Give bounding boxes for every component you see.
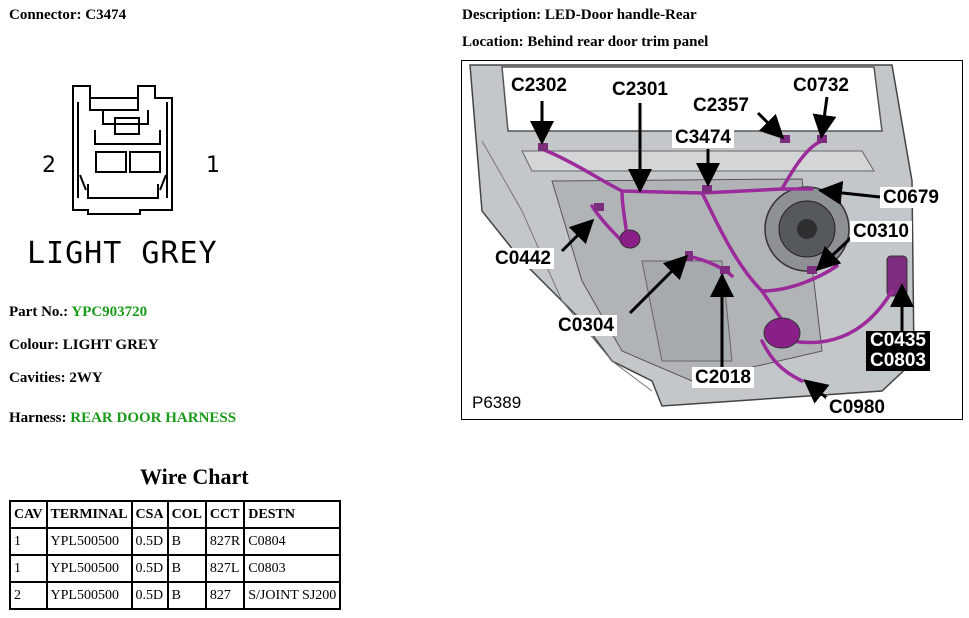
header-terminal: TERMINAL bbox=[45, 500, 133, 529]
harness-line: Harness: REAR DOOR HARNESS bbox=[9, 410, 236, 427]
cell-col: B bbox=[166, 527, 207, 556]
connector-label: Connector: bbox=[9, 7, 82, 23]
cell-col: B bbox=[166, 581, 207, 610]
description-value: LED-Door handle-Rear bbox=[544, 7, 697, 23]
cavities-label: Cavities: bbox=[9, 370, 66, 386]
wire-chart-title: Wire Chart bbox=[140, 464, 249, 489]
cell-terminal: YPL500500 bbox=[45, 527, 133, 556]
part-number-line: Part No.: YPC903720 bbox=[9, 304, 147, 321]
cell-cav: 1 bbox=[9, 527, 48, 556]
header-destn: DESTN bbox=[243, 500, 342, 529]
wire-chart-table: CAV TERMINAL CSA COL CCT DESTN 1 YPL5005… bbox=[9, 500, 342, 610]
callout-c2357: C2357 bbox=[690, 95, 752, 116]
callout-c3474: C3474 bbox=[672, 127, 734, 148]
cavity-1-label: 1 bbox=[206, 153, 220, 178]
callout-c0435-c0803: C0435 C0803 bbox=[866, 331, 930, 371]
colour-line: Colour: LIGHT GREY bbox=[9, 337, 159, 354]
cell-cct: 827R bbox=[204, 527, 246, 556]
door-location-figure: C2302 C2301 C2357 C0732 C3474 C0679 C031… bbox=[461, 60, 963, 420]
header-cav: CAV bbox=[9, 500, 48, 529]
header-csa: CSA bbox=[130, 500, 169, 529]
cell-col: B bbox=[166, 554, 207, 583]
cell-terminal: YPL500500 bbox=[45, 581, 133, 610]
location-label: Location: bbox=[462, 34, 524, 50]
colour-label: Colour: bbox=[9, 337, 59, 353]
callout-c0310: C0310 bbox=[850, 221, 912, 242]
part-number-label: Part No.: bbox=[9, 304, 69, 320]
connector-heading: Connector: C3474 bbox=[9, 7, 126, 24]
location-value: Behind rear door trim panel bbox=[527, 34, 709, 50]
callout-c0304: C0304 bbox=[555, 315, 617, 336]
cell-csa: 0.5D bbox=[130, 581, 169, 610]
cell-csa: 0.5D bbox=[130, 527, 169, 556]
table-row: 1 YPL500500 0.5D B 827L C0803 bbox=[9, 554, 342, 583]
callout-c0679: C0679 bbox=[880, 187, 942, 208]
table-header-row: CAV TERMINAL CSA COL CCT DESTN bbox=[9, 500, 342, 529]
colour-value: LIGHT GREY bbox=[62, 337, 159, 353]
cell-terminal: YPL500500 bbox=[45, 554, 133, 583]
cavity-2-label: 2 bbox=[42, 153, 56, 178]
figure-id-label: P6389 bbox=[470, 393, 524, 413]
callout-c0980: C0980 bbox=[826, 397, 888, 418]
part-number-value: YPC903720 bbox=[71, 304, 148, 320]
table-row: 1 YPL500500 0.5D B 827R C0804 bbox=[9, 527, 342, 556]
description-label: Description: bbox=[462, 7, 542, 23]
table-row: 2 YPL500500 0.5D B 827 S/JOINT SJ200 bbox=[9, 581, 342, 610]
header-cct: CCT bbox=[204, 500, 246, 529]
callout-c0732: C0732 bbox=[790, 75, 852, 96]
callout-c0803: C0803 bbox=[870, 350, 926, 371]
callout-c2301: C2301 bbox=[609, 79, 671, 100]
connector-colour-caption: LIGHT GREY bbox=[27, 236, 218, 271]
callout-c0442: C0442 bbox=[492, 248, 554, 269]
header-col: COL bbox=[166, 500, 207, 529]
door-illustration bbox=[469, 64, 915, 407]
callout-c0435: C0435 bbox=[870, 330, 926, 351]
description-heading: Description: LED-Door handle-Rear bbox=[462, 7, 697, 24]
cell-destn: S/JOINT SJ200 bbox=[243, 581, 342, 610]
cavities-line: Cavities: 2WY bbox=[9, 370, 103, 387]
callout-c2018: C2018 bbox=[692, 367, 754, 388]
cell-cav: 1 bbox=[9, 554, 48, 583]
cavities-value: 2WY bbox=[69, 370, 103, 386]
connector-value: C3474 bbox=[85, 7, 127, 23]
cell-cct: 827 bbox=[204, 581, 246, 610]
harness-label: Harness: bbox=[9, 410, 67, 426]
cell-destn: C0803 bbox=[243, 554, 342, 583]
cell-csa: 0.5D bbox=[130, 554, 169, 583]
callout-c2302: C2302 bbox=[508, 75, 570, 96]
harness-value: REAR DOOR HARNESS bbox=[70, 410, 237, 426]
location-heading: Location: Behind rear door trim panel bbox=[462, 34, 708, 51]
cell-cav: 2 bbox=[9, 581, 48, 610]
cell-cct: 827L bbox=[204, 554, 246, 583]
connector-face-drawing bbox=[72, 85, 173, 215]
cell-destn: C0804 bbox=[243, 527, 342, 556]
